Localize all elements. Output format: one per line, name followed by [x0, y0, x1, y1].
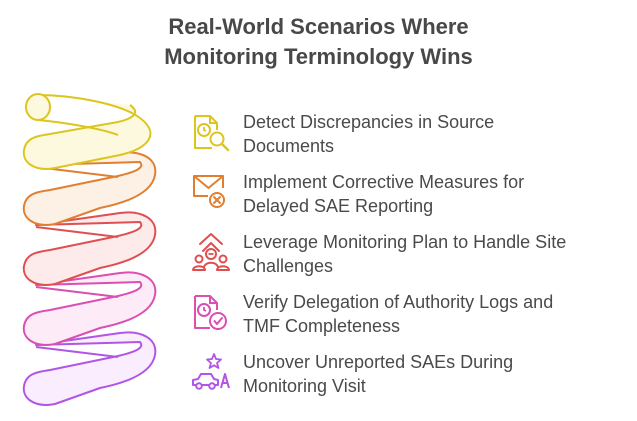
mail-x-icon	[193, 175, 225, 208]
list-item-corrective-measures: Implement Corrective Measures for Delaye…	[190, 172, 620, 226]
item-text-line-2: TMF Completeness	[243, 316, 401, 336]
spiral-coil-graphic	[22, 93, 157, 406]
list-item-detect-discrepancies: Detect Discrepancies in Source Documents	[190, 112, 620, 166]
coil-segment-pink	[22, 271, 157, 346]
team-growth-arrow-icon	[192, 233, 230, 271]
item-text-line-1: Verify Delegation of Authority Logs and	[243, 292, 554, 312]
diagram-title: Real-World Scenarios Where Monitoring Te…	[0, 12, 637, 72]
title-line-1: Real-World Scenarios Where	[168, 14, 469, 39]
item-text-line-1: Implement Corrective Measures for	[243, 172, 525, 192]
car-star-a-icon	[192, 353, 230, 390]
item-text-line-2: Monitoring Visit	[243, 376, 366, 396]
item-text: Uncover Unreported SAEs During Monitorin…	[243, 350, 623, 398]
item-text: Detect Discrepancies in Source Documents	[243, 110, 623, 158]
title-line-2: Monitoring Terminology Wins	[164, 44, 473, 69]
coil-segment-red	[22, 211, 157, 286]
item-text: Leverage Monitoring Plan to Handle Site …	[243, 230, 623, 278]
item-text-line-1: Uncover Unreported SAEs During	[243, 352, 514, 372]
list-item-verify-delegation: Verify Delegation of Authority Logs and …	[190, 292, 620, 346]
document-clock-check-icon	[194, 295, 227, 330]
item-text: Verify Delegation of Authority Logs and …	[243, 290, 623, 338]
document-clock-search-icon	[194, 115, 230, 152]
item-text-line-2: Documents	[243, 136, 335, 156]
item-text-line-2: Challenges	[243, 256, 334, 276]
coil-segment-purple	[22, 331, 157, 406]
coil-segment-yellow	[22, 93, 152, 170]
list-item-leverage-plan: Leverage Monitoring Plan to Handle Site …	[190, 232, 620, 286]
item-text-line-2: Delayed SAE Reporting	[243, 196, 434, 216]
list-item-uncover-saes: Uncover Unreported SAEs During Monitorin…	[190, 352, 620, 406]
item-text: Implement Corrective Measures for Delaye…	[243, 170, 623, 218]
item-text-line-1: Detect Discrepancies in Source	[243, 112, 495, 132]
item-text-line-1: Leverage Monitoring Plan to Handle Site	[243, 232, 567, 252]
